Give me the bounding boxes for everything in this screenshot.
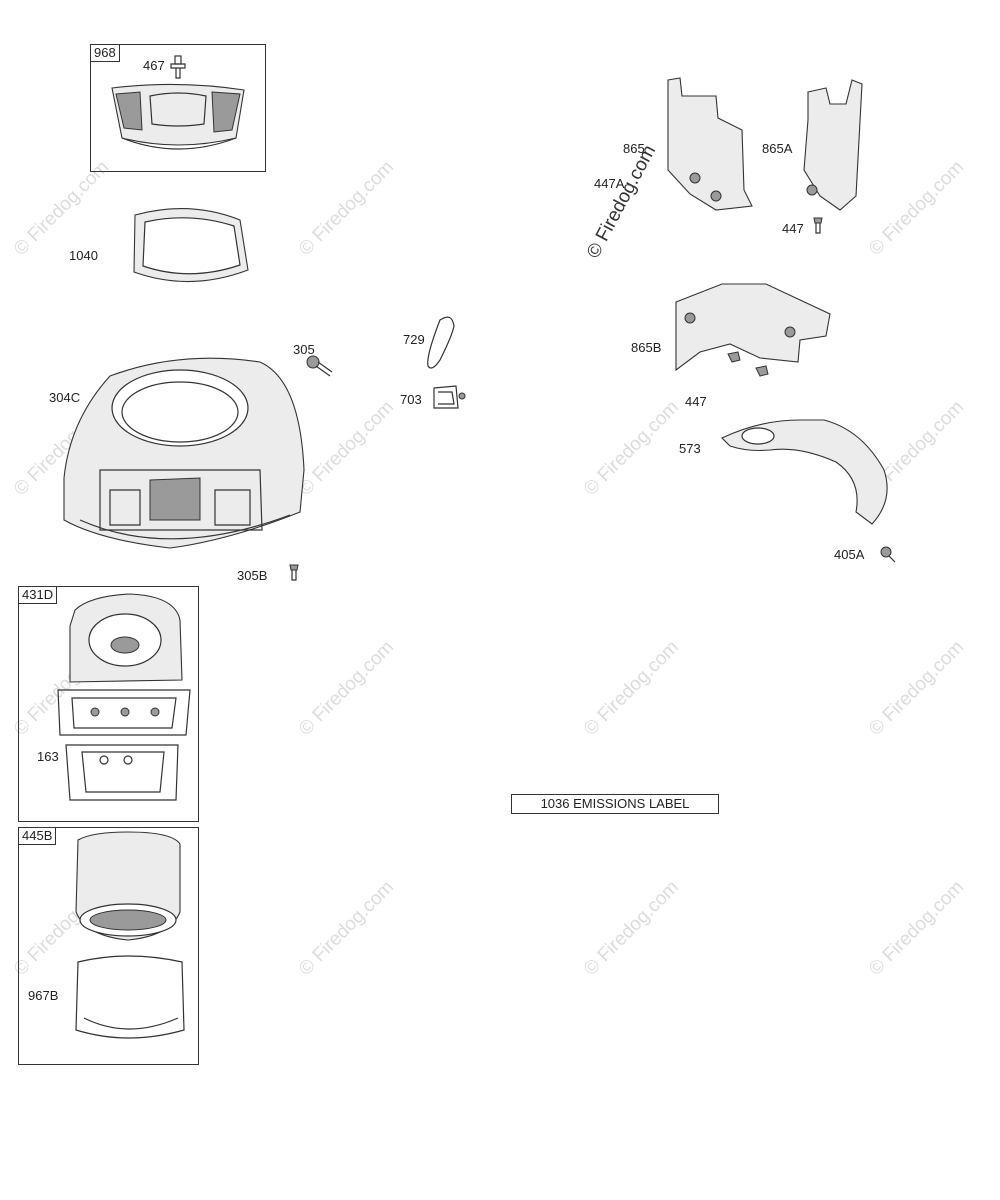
part-label-865b: 865B <box>631 340 662 355</box>
bracket-703-drawing <box>433 385 466 409</box>
part-label-967b: 967B <box>28 988 59 1003</box>
part-label-865: 865 <box>623 141 645 156</box>
part-label-163: 163 <box>37 749 59 764</box>
part-label-305: 305 <box>293 342 315 357</box>
pre-cleaner-967b-drawing <box>75 955 185 1039</box>
emissions-label-box: 1036 EMISSIONS LABEL <box>511 794 719 814</box>
screw-305-drawing <box>306 355 333 377</box>
shield-865-drawing <box>667 77 753 211</box>
box-label-431d: 431D <box>19 587 58 604</box>
clip-729-drawing <box>427 316 455 369</box>
kit-box-445b: 445B <box>18 827 199 1065</box>
shield-865b-drawing <box>675 283 831 372</box>
baffle-573-drawing <box>721 419 888 525</box>
kit-box-431d: 431D <box>18 586 199 822</box>
part-label-304c: 304C <box>49 390 81 405</box>
part-label-703: 703 <box>400 392 422 407</box>
screw-305b-drawing <box>289 564 299 581</box>
gasket-163-drawing <box>65 744 179 801</box>
shield-865a-drawing <box>803 79 863 211</box>
part-label-467: 467 <box>143 58 165 73</box>
screw-467-drawing <box>170 55 186 79</box>
part-label-405a: 405A <box>834 547 865 562</box>
part-label-305b: 305B <box>237 568 268 583</box>
air-cleaner-cover-drawing <box>111 83 245 150</box>
part-label-447-mid: 447 <box>685 394 707 409</box>
box-label-445b: 445B <box>19 828 57 845</box>
air-cleaner-base-drawing <box>57 593 191 736</box>
gasket-ring-1040-drawing <box>133 208 249 283</box>
part-label-865a: 865A <box>762 141 793 156</box>
kit-box-968: 968 <box>90 44 266 172</box>
blower-housing-drawing <box>63 357 305 549</box>
screws-447-mid-drawing <box>727 351 769 377</box>
screw-447-top-drawing <box>813 217 823 234</box>
part-label-729: 729 <box>403 332 425 347</box>
air-filter-cartridge-drawing <box>75 831 181 941</box>
part-label-573: 573 <box>679 441 701 456</box>
part-label-1040: 1040 <box>69 248 98 263</box>
part-label-447a: 447A <box>594 176 625 191</box>
screw-447a-drawing <box>689 172 701 184</box>
screw-405a-drawing <box>880 546 896 563</box>
part-label-447-top: 447 <box>782 221 804 236</box>
box-label-968: 968 <box>91 45 120 62</box>
